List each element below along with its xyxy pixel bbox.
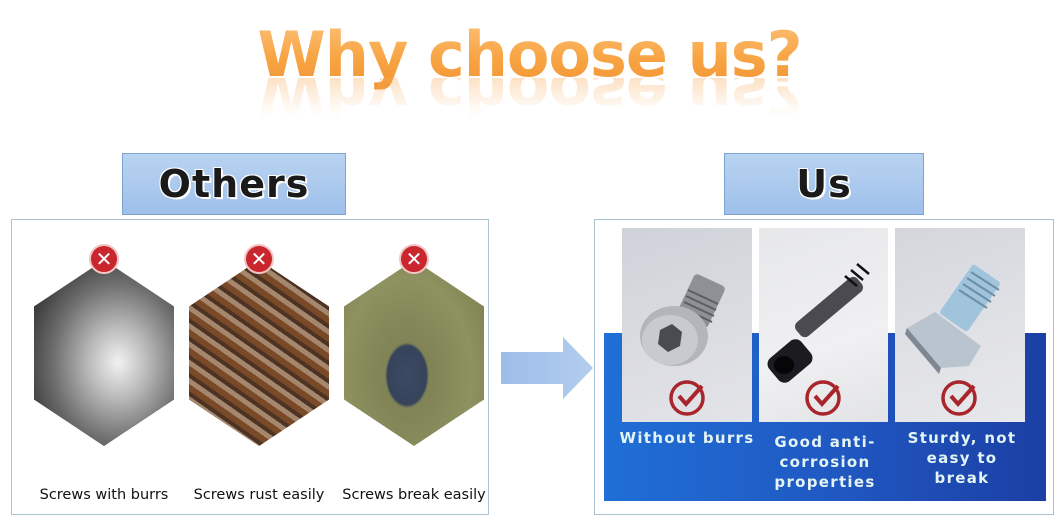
socket-cap-screw-image [622, 228, 752, 422]
us-label-box: Us [724, 153, 924, 215]
rusty-screws-image [189, 260, 329, 446]
x-circle-icon: ✕ [244, 244, 274, 274]
t-head-bolt-image [895, 228, 1025, 422]
us-item-caption: Without burrs [619, 429, 755, 447]
x-circle-icon: ✕ [399, 244, 429, 274]
others-panel: ✕ Screws with burrs ✕ Screws rust easily… [11, 219, 489, 515]
shoulder-screw-image [759, 228, 888, 422]
others-label: Others [158, 162, 310, 206]
others-item-caption: Screws rust easily [193, 487, 325, 503]
page-header: Why choose us? Why choose us? [0, 18, 1059, 122]
others-item-caption: Screws with burrs [39, 487, 169, 503]
x-circle-icon: ✕ [89, 244, 119, 274]
us-item-caption: Sturdy, not easy to break [907, 429, 1017, 487]
broken-screw-image [344, 260, 484, 446]
us-label: Us [796, 162, 852, 206]
page-title-reflection: Why choose us? [0, 78, 1059, 122]
page-title: Why choose us? [0, 18, 1059, 92]
others-item-caption: Screws break easily [342, 487, 486, 503]
right-arrow-icon [501, 337, 593, 399]
us-item-caption: Good anti-corrosion properties [774, 433, 876, 491]
others-label-box: Others [122, 153, 346, 215]
check-circle-icon [669, 380, 705, 416]
screw-with-burrs-image [34, 260, 174, 446]
